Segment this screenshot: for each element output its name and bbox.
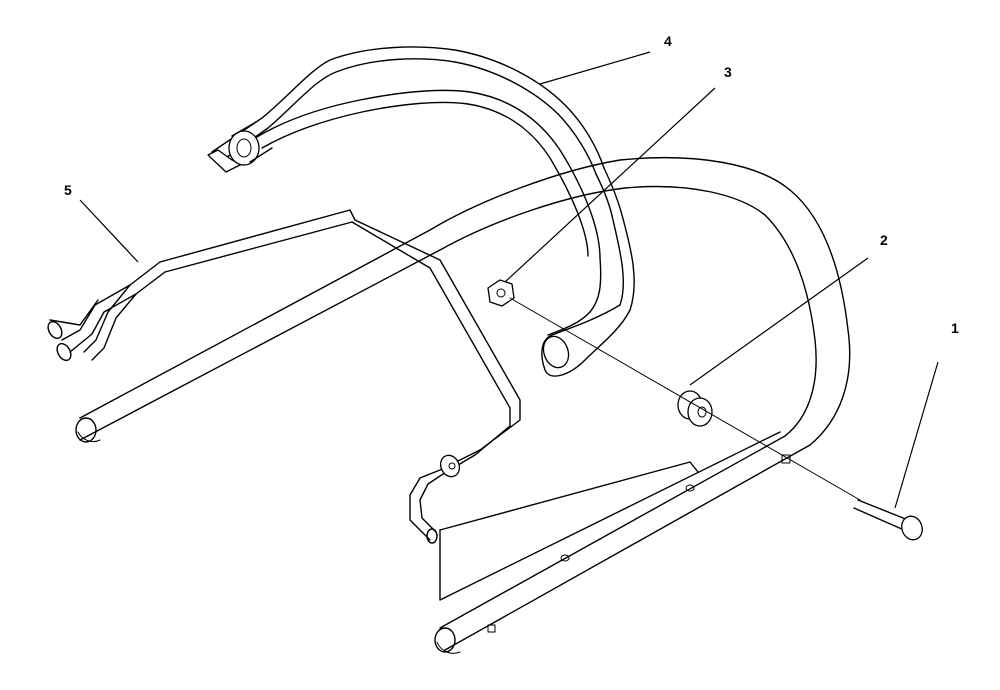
part-5-control-rod [47, 209, 521, 544]
callout-1: 1 [951, 320, 959, 336]
part-3-nut [487, 279, 515, 307]
callout-2: 2 [880, 232, 888, 248]
leader-1 [894, 361, 939, 509]
leader-lines [79, 51, 939, 509]
leader-3 [504, 87, 716, 283]
callout-4: 4 [664, 33, 672, 49]
main-handle-frame [75, 156, 851, 654]
leader-4 [539, 51, 651, 85]
leader-2 [689, 257, 869, 386]
part-2-spacer [677, 390, 713, 427]
part-4-handle-bracket [207, 46, 635, 377]
callouts: 1 2 3 4 5 [64, 33, 959, 336]
leader-5 [79, 199, 139, 263]
callout-5: 5 [64, 182, 72, 198]
assembly-axis-line [509, 297, 861, 501]
part-1-bolt [853, 499, 923, 541]
callout-3: 3 [724, 64, 732, 80]
